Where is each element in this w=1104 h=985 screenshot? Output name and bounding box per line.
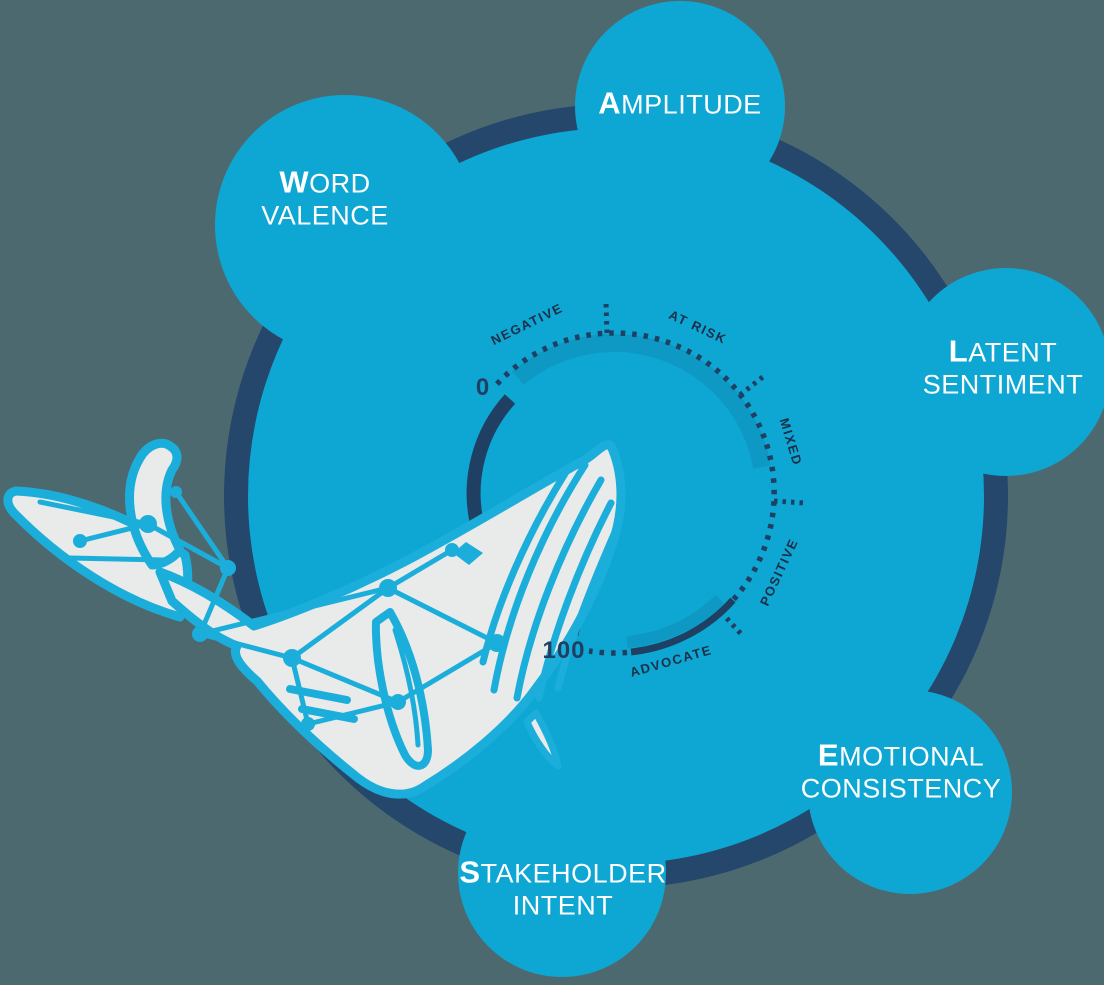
pillar-line2: SENTIMENT (922, 369, 1084, 400)
pillar-line2: CONSISTENCY (800, 773, 1002, 804)
pillar-circle-latent-sentiment (902, 268, 1104, 476)
pillar-line2: INTENT (512, 890, 614, 921)
pillar-rest: ORD (309, 168, 371, 199)
pillar-circle-word-valence (215, 95, 475, 355)
pillar-label-word-valence: WORD VALENCE (261, 164, 389, 232)
pillar-line2: VALENCE (261, 200, 389, 231)
pillar-rest: ATENT (968, 337, 1058, 368)
gauge-max-value: 100 (542, 637, 586, 664)
whale-fin-line (392, 627, 421, 748)
whale-network-lines (37, 489, 500, 727)
pillar-circle-emotional-consistency (808, 690, 1012, 894)
pillar-label-stakeholder-intent: STAKEHOLDER INTENT (459, 854, 667, 922)
gauge-shadow-arc-bottom (626, 594, 725, 648)
pillar-initial: S (459, 854, 481, 890)
gauge-min-value: 0 (475, 374, 491, 401)
pillar-rest: TAKEHOLDER (480, 858, 667, 889)
pillar-rest: MOTIONAL (839, 741, 985, 772)
pillar-initial: E (817, 737, 840, 773)
pillar-circle-amplitude (575, 1, 785, 211)
whale-fin-far (523, 709, 562, 770)
gauge-tick-atrisk-mixed (738, 374, 766, 397)
whale-illustration (3, 438, 626, 799)
gauge-solid-arc (630, 597, 736, 656)
pillar-label-emotional-consistency: EMOTIONAL CONSISTENCY (800, 737, 1002, 805)
whale-upper-fluke (125, 438, 185, 570)
pillar-label-amplitude: AMPLITUDE (598, 85, 762, 121)
whale-network-nodes (73, 486, 506, 731)
pillar-label-latent-sentiment: LATENT SENTIMENT (922, 333, 1084, 401)
pillar-circle-stakeholder-intent (458, 769, 666, 977)
pillar-initial: L (948, 333, 969, 369)
whale-eye (453, 542, 483, 565)
pillar-initial: A (598, 85, 622, 121)
whale-groove-stripes (479, 461, 619, 702)
pillar-initial: W (279, 164, 310, 200)
pillar-rest: MPLITUDE (621, 89, 762, 120)
gauge-shadow-arc (512, 334, 771, 469)
